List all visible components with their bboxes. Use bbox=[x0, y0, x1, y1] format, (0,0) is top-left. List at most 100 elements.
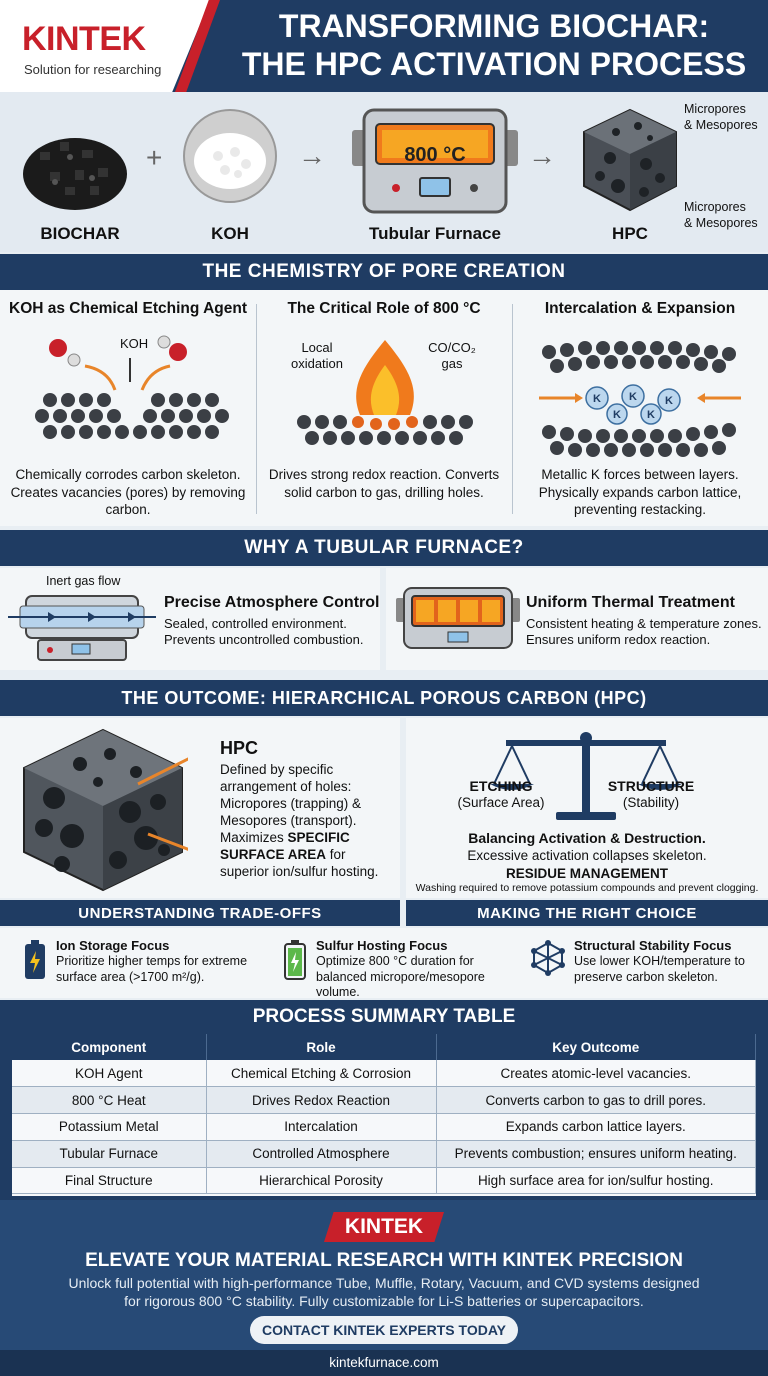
heating-zones-icon bbox=[396, 587, 520, 649]
contact-button-label: CONTACT KINTEK EXPERTS TODAY bbox=[262, 1322, 506, 1338]
table-cell: Intercalation bbox=[206, 1113, 437, 1141]
svg-text:K: K bbox=[629, 391, 637, 403]
footer-headline: ELEVATE YOUR MATERIAL RESEARCH WITH KINT… bbox=[85, 1250, 683, 1271]
svg-text:K: K bbox=[665, 395, 673, 407]
pores-label-bottom: Micropores & Mesopores bbox=[684, 200, 758, 230]
sulfur-hosting-title: Sulfur Hosting Focus bbox=[316, 938, 448, 953]
tradeoffs-heading: UNDERSTANDING TRADE-OFFS bbox=[0, 900, 400, 926]
page-title-line1: TRANSFORMING BIOCHAR: bbox=[278, 8, 710, 44]
arrow-icon: → bbox=[528, 140, 556, 171]
tube-furnace-gas-icon bbox=[8, 595, 156, 661]
co-gas-tag: CO/CO₂ gas bbox=[428, 340, 476, 372]
table-cell: KOH Agent bbox=[12, 1060, 207, 1088]
chem-col3-title: Intercalation & Expansion bbox=[544, 300, 736, 317]
table-cell: Hierarchical Porosity bbox=[206, 1167, 437, 1195]
divider bbox=[256, 304, 257, 514]
hpc-surface-bold: SPECIFIC SURFACE AREA bbox=[220, 830, 350, 862]
chemistry-heading: THE CHEMISTRY OF PORE CREATION bbox=[0, 254, 768, 290]
hpc-surface-pre: Maximizes bbox=[220, 830, 288, 845]
residue-title: RESIDUE MANAGEMENT bbox=[505, 866, 668, 881]
structure-sub: (Stability) bbox=[622, 795, 680, 810]
balance-scale-icon bbox=[490, 732, 682, 820]
col-header-role: Role bbox=[206, 1034, 437, 1060]
plus-sign: + bbox=[146, 142, 163, 173]
col-header-component: Component bbox=[12, 1034, 207, 1060]
biochar-label: BIOCHAR bbox=[40, 224, 120, 243]
furnace-temp-display: 800 °C bbox=[404, 144, 466, 166]
chem-col1-title: KOH as Chemical Etching Agent bbox=[9, 300, 247, 317]
col-header-outcome: Key Outcome bbox=[436, 1034, 756, 1060]
process-row: + → 800 °C → Micropores & Mesopores Micr… bbox=[0, 92, 768, 252]
chem-col2-title: The Critical Role of 800 °C bbox=[287, 300, 481, 317]
koh-pellets-icon bbox=[183, 109, 277, 203]
contact-button[interactable]: CONTACT KINTEK EXPERTS TODAY bbox=[250, 1316, 518, 1344]
right-choice-heading: MAKING THE RIGHT CHOICE bbox=[406, 900, 768, 926]
charging-battery-icon bbox=[284, 940, 306, 980]
hpc-card: HPC Defined by specific arrangement of h… bbox=[0, 718, 400, 898]
header: KINTEK Solution for researching TRANSFOR… bbox=[0, 0, 768, 92]
inert-gas-tag: Inert gas flow bbox=[46, 574, 121, 588]
tradeoffs-panel: Ion Storage Focus Prioritize higher temp… bbox=[0, 928, 768, 1000]
footer-desc: Unlock full potential with high-performa… bbox=[68, 1275, 700, 1310]
footer-logo: KINTEK bbox=[344, 1215, 424, 1238]
koh-tag: KOH bbox=[120, 336, 149, 351]
atmosphere-title: Precise Atmosphere Control bbox=[164, 594, 380, 611]
hpc-surface-desc: Maximizes SPECIFIC SURFACE AREA for supe… bbox=[220, 830, 396, 881]
sulfur-hosting-desc: Optimize 800 °C duration for balanced mi… bbox=[316, 954, 485, 1000]
svg-text:K: K bbox=[613, 409, 621, 421]
logo-panel bbox=[0, 0, 210, 92]
etching-sub: (Surface Area) bbox=[457, 795, 545, 810]
stability-desc: Use lower KOH/temperature to preserve ca… bbox=[574, 954, 745, 984]
arrow-icon: → bbox=[298, 140, 326, 171]
table-heading: PROCESS SUMMARY TABLE bbox=[252, 1006, 516, 1027]
footer-url-bar bbox=[0, 1350, 768, 1376]
tubular-furnace-icon bbox=[352, 108, 518, 214]
table-cell: Prevents combustion; ensures uniform hea… bbox=[436, 1140, 756, 1168]
furnace-heading: WHY A TUBULAR FURNACE? bbox=[0, 530, 768, 566]
local-oxidation-tag: Local oxidation bbox=[290, 340, 344, 372]
ion-storage-desc: Prioritize higher temps for extreme surf… bbox=[56, 954, 248, 984]
fire-reaction-diagram bbox=[297, 340, 473, 445]
thermal-title: Uniform Thermal Treatment bbox=[526, 594, 735, 611]
footer-logo-badge[interactable]: KINTEK bbox=[324, 1212, 444, 1242]
hpc-title: HPC bbox=[220, 738, 259, 758]
table-cell: Drives Redox Reaction bbox=[206, 1086, 437, 1115]
thermal-card: Uniform Thermal Treatment Consistent hea… bbox=[386, 568, 768, 670]
divider bbox=[512, 304, 513, 514]
footer: KINTEK ELEVATE YOUR MATERIAL RESEARCH WI… bbox=[0, 1200, 768, 1376]
etching-title: ETCHING bbox=[469, 778, 533, 794]
atmosphere-card: Inert gas flow Precise Atmosphere Contro… bbox=[0, 568, 380, 670]
residue-desc: Washing required to remove potassium com… bbox=[415, 882, 759, 894]
table-section: PROCESS SUMMARY TABLE Component Role Key… bbox=[0, 1000, 768, 1200]
hpc-structure-icon bbox=[23, 728, 188, 892]
kintek-logo[interactable]: KINTEK bbox=[22, 20, 146, 58]
hpc-cube-icon bbox=[583, 108, 677, 212]
svg-text:K: K bbox=[647, 409, 655, 421]
ion-storage-title: Ion Storage Focus bbox=[56, 938, 170, 953]
pores-label-top: Micropores & Mesopores bbox=[684, 102, 758, 132]
table-cell: 800 °C Heat bbox=[12, 1086, 207, 1115]
chem-col1-desc: Chemically corrodes carbon skeleton. Cre… bbox=[10, 467, 246, 518]
balance-desc: Excessive activation collapses skeleton. bbox=[467, 848, 707, 863]
molecule-icon bbox=[531, 940, 565, 976]
page-title-line2: THE HPC ACTIVATION PROCESS bbox=[241, 46, 747, 82]
table-cell: Final Structure bbox=[12, 1167, 207, 1195]
hpc-surface-post: for superior ion/sulfur hosting. bbox=[220, 846, 379, 879]
outcome-heading: THE OUTCOME: HIERARCHICAL POROUS CARBON … bbox=[0, 680, 768, 716]
balance-card: ETCHING (Surface Area) STRUCTURE (Stabil… bbox=[406, 718, 768, 898]
biochar-pile-icon bbox=[23, 138, 127, 210]
table-cell: Creates atomic-level vacancies. bbox=[436, 1060, 756, 1088]
svg-text:K: K bbox=[593, 393, 601, 405]
balance-title: Balancing Activation & Destruction. bbox=[468, 830, 706, 846]
table-cell: Tubular Furnace bbox=[12, 1140, 207, 1168]
table-cell: High surface area for ion/sulfur hosting… bbox=[436, 1167, 756, 1195]
logo-tagline: Solution for researching bbox=[24, 62, 162, 77]
footer-url[interactable]: kintekfurnace.com bbox=[329, 1355, 439, 1370]
